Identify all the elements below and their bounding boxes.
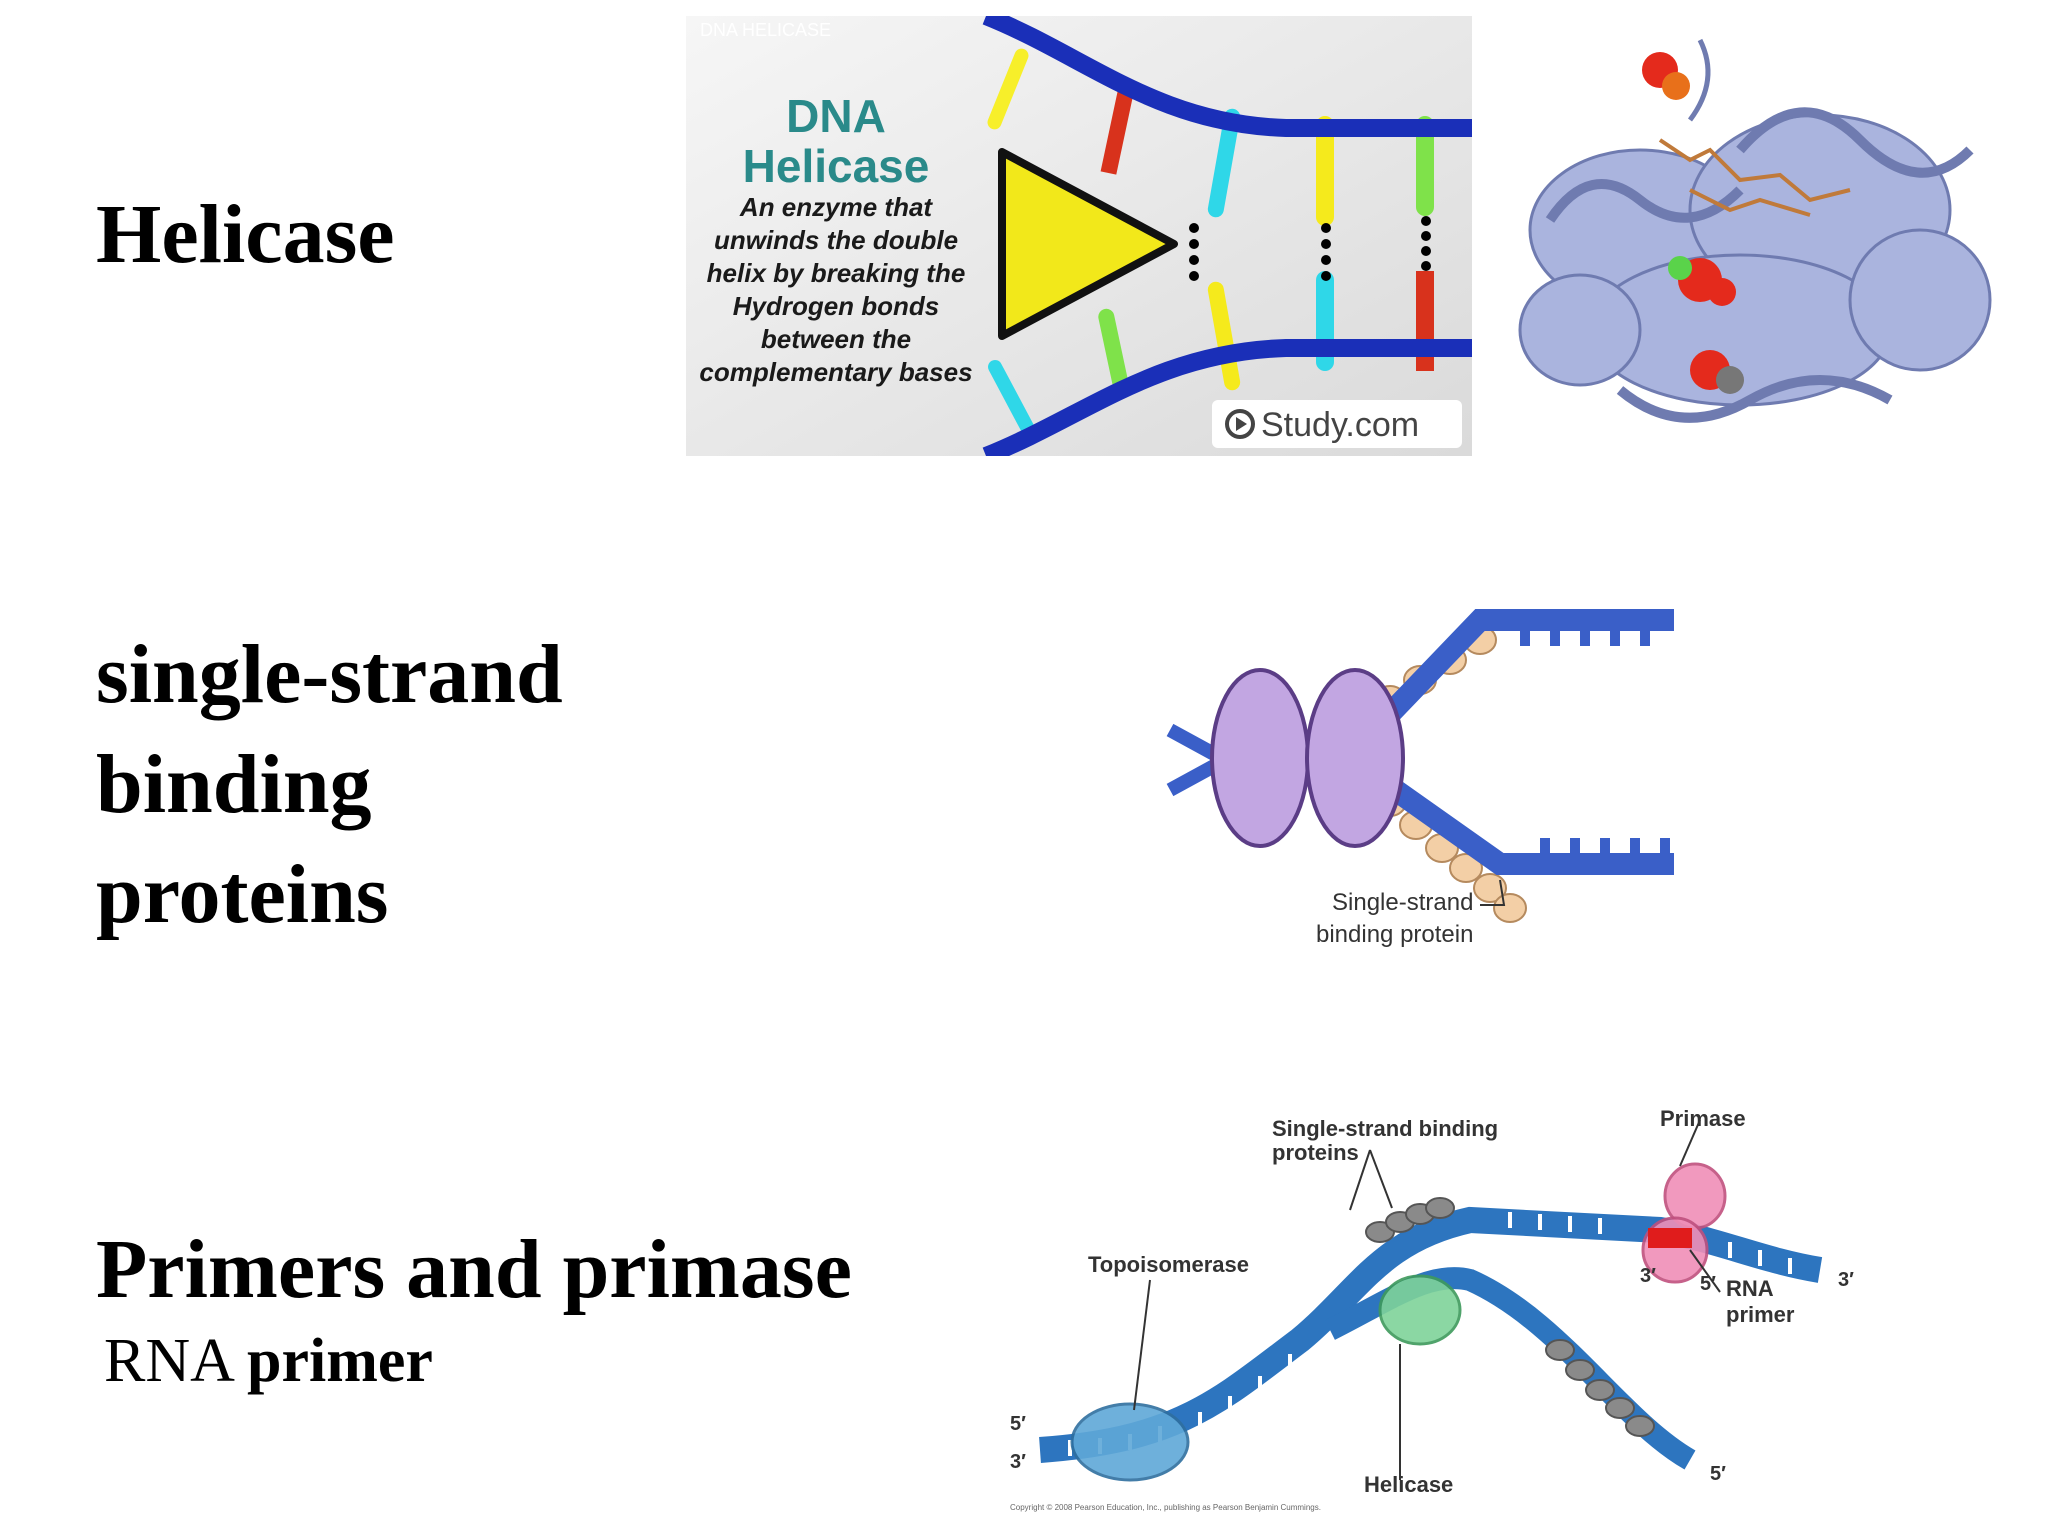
card-description: An enzyme that unwinds the double helix … [699,192,972,387]
watermark-play-icon [1225,409,1255,439]
ssb-heading-line-3: proteins [96,848,389,941]
helicase-arrow [998,148,1178,340]
end-5prime-lagging: 5′ [1710,1463,1726,1485]
base-pair [1207,108,1241,218]
fork-copyright: Copyright © 2008 Pearson Education, Inc.… [1010,1503,1321,1512]
card-title-line-1: DNA [786,90,886,142]
card-corner-tag: DNA HELICASE [700,20,831,40]
base-pair [1316,116,1334,226]
replication-fork-graphic: Topoisomerase Single-strand binding prot… [1010,1106,1854,1512]
topoisomerase-enzyme [1070,1402,1190,1482]
end-3prime-right: 3′ [1838,1269,1854,1291]
replication-fork-figure-image: Topoisomerase Single-strand binding prot… [1000,1100,1880,1520]
ssb-label-line-1: Single-strand [1332,889,1473,916]
base-pair [987,48,1029,130]
end-5prime-primer: 5′ [1700,1273,1716,1295]
ssb-label-leader [1480,879,1506,906]
end-3prime-left: 3′ [1010,1451,1026,1473]
base-pair [1098,308,1130,398]
rna-primer-subheading: RNA primer [104,1324,433,1398]
card-desc-line: complementary bases [699,357,972,387]
watermark-box [1212,400,1462,448]
base-pair [1416,116,1434,216]
dna-strand-top [982,16,1472,137]
base-pair [1100,81,1136,175]
dna-strand-bottom [982,339,1472,456]
upper-strand-bases [1520,630,1650,646]
protein-ribbon-graphic [1518,38,1992,423]
fork-leader-lines [1133,1119,1721,1480]
upper-single-strand [1352,609,1674,753]
end-3prime-primer: 3′ [1640,1265,1656,1287]
watermark-play-triangle [1236,417,1247,431]
helicase-card-image: DNA HELICASE DNA Helicase An enzyme that… [686,16,1472,456]
end-5prime-left: 5′ [1010,1413,1026,1435]
helicase-heading: Helicase [96,188,395,281]
watermark-text: Study.com [1261,406,1419,444]
rna-primer-segment [1648,1228,1692,1248]
rna-primer-label-line-1: RNA [1726,1276,1774,1301]
card-desc-line: helix by breaking the [707,258,966,288]
base-pair [1207,281,1241,391]
ssb-label-line-2: binding protein [1316,921,1473,948]
ssb-figure-image: Single-strand binding protein [1160,580,1680,960]
protein-ribbons [1518,38,1992,423]
fork-ssb-label-line-2: proteins [1272,1140,1359,1165]
card-desc-line: Hydrogen bonds [733,291,940,321]
topoisomerase-label: Topoisomerase [1088,1252,1249,1277]
primase-label: Primase [1660,1106,1746,1131]
ssb-heading-line-2: binding [96,738,372,831]
card-desc-line: unwinds the double [714,225,958,255]
rna-primer-label-line-2: primer [1726,1302,1795,1327]
helicase-protein-structure-image [1490,30,2010,450]
ssb-heading-line-1: single-strand [96,628,563,721]
card-title-line-2: Helicase [743,140,930,192]
hydrogen-bond-dots [1189,216,1431,281]
lower-strand-bases [1540,838,1670,854]
helicase-enzyme [1378,1274,1462,1346]
helicase-subunit-right [1305,668,1405,848]
base-pair [988,359,1034,435]
helicase-card-graphic: DNA HELICASE DNA Helicase An enzyme that… [686,16,1472,456]
fork-ssb-label-line-1: Single-strand binding [1272,1116,1498,1141]
ligand-spheres [1642,52,1744,394]
ssb-figure-graphic: Single-strand binding protein [1166,609,1674,948]
ssb-heading: single-strand binding proteins [96,620,563,950]
lower-single-strand [1353,756,1674,875]
rna-primer-sub-plain: RNA [104,1327,232,1395]
fork-ssb-proteins [1365,1197,1655,1437]
primers-heading: Primers and primase [96,1223,852,1316]
helicase-label: Helicase [1364,1472,1453,1497]
card-desc-line: An enzyme that [739,192,933,222]
card-desc-line: between the [761,324,911,354]
ligand-sticks [1658,138,1851,217]
rna-primer-sub-bold: primer [246,1327,433,1395]
helicase-subunit-left [1210,668,1310,848]
